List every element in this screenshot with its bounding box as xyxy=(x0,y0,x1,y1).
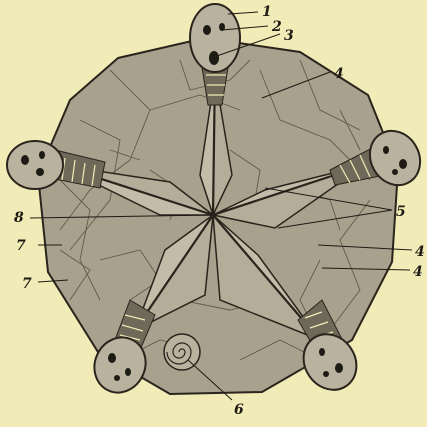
callout-4-middle: 4 xyxy=(415,244,425,260)
callout-3: 3 xyxy=(284,28,294,44)
callout-4-lower: 4 xyxy=(413,264,423,280)
callout-8: 8 xyxy=(14,210,24,226)
callout-4-top: 4 xyxy=(334,66,344,82)
callout-1: 1 xyxy=(262,4,272,20)
callout-5: 5 xyxy=(396,204,406,220)
callout-6: 6 xyxy=(234,402,244,418)
callout-7-lower: 7 xyxy=(22,276,32,292)
spiral-organ xyxy=(164,334,200,370)
callout-7-upper: 7 xyxy=(16,238,26,254)
arm-head-left xyxy=(7,141,63,189)
callout-2: 2 xyxy=(271,19,282,35)
